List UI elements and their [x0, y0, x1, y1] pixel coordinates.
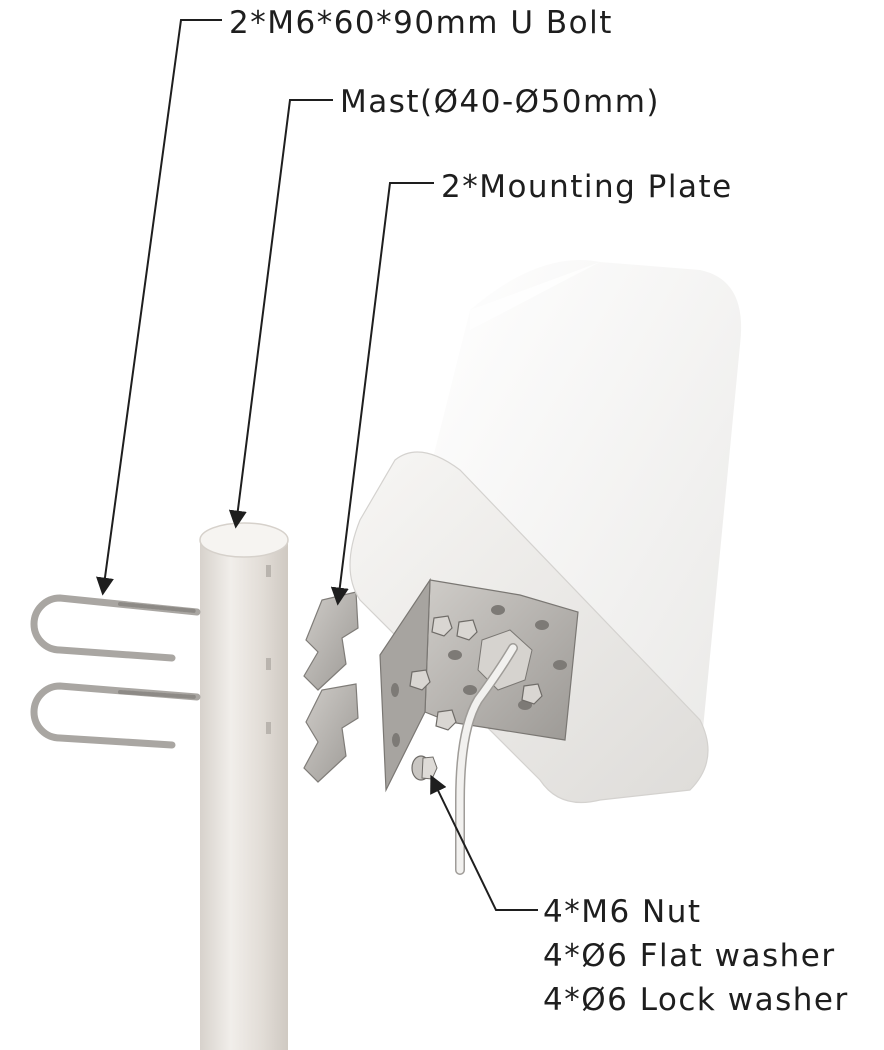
- nut-leader: [430, 774, 538, 911]
- u-bolt-lower: [30, 682, 201, 749]
- coax-cable: [455, 643, 518, 875]
- u-bolt-leader: [96, 19, 222, 596]
- hardware-labels: 4*M6 Nut 4*Ø6 Flat washer 4*Ø6 Lock wash…: [543, 897, 849, 1029]
- lock-washer-label: 4*Ø6 Lock washer: [543, 982, 849, 1018]
- mounting-plate-label: 2*Mounting Plate: [441, 169, 733, 205]
- mast: [199, 522, 289, 1050]
- flat-washer-label: 4*Ø6 Flat washer: [543, 938, 836, 974]
- mast-leader: [228, 99, 333, 529]
- u-bolt-label: 2*M6*60*90mm U Bolt: [229, 5, 613, 41]
- loose-nut-and-washers: [411, 755, 438, 781]
- bracket-nuts: [409, 615, 543, 731]
- u-bolt-upper: [30, 594, 201, 662]
- mounting-plate-upper: [303, 591, 359, 691]
- mounting-plate-leader: [330, 182, 434, 606]
- mounting-plate-lower: [303, 683, 359, 783]
- nut-label: 4*M6 Nut: [543, 894, 702, 930]
- mast-label: Mast(Ø40-Ø50mm): [340, 84, 661, 120]
